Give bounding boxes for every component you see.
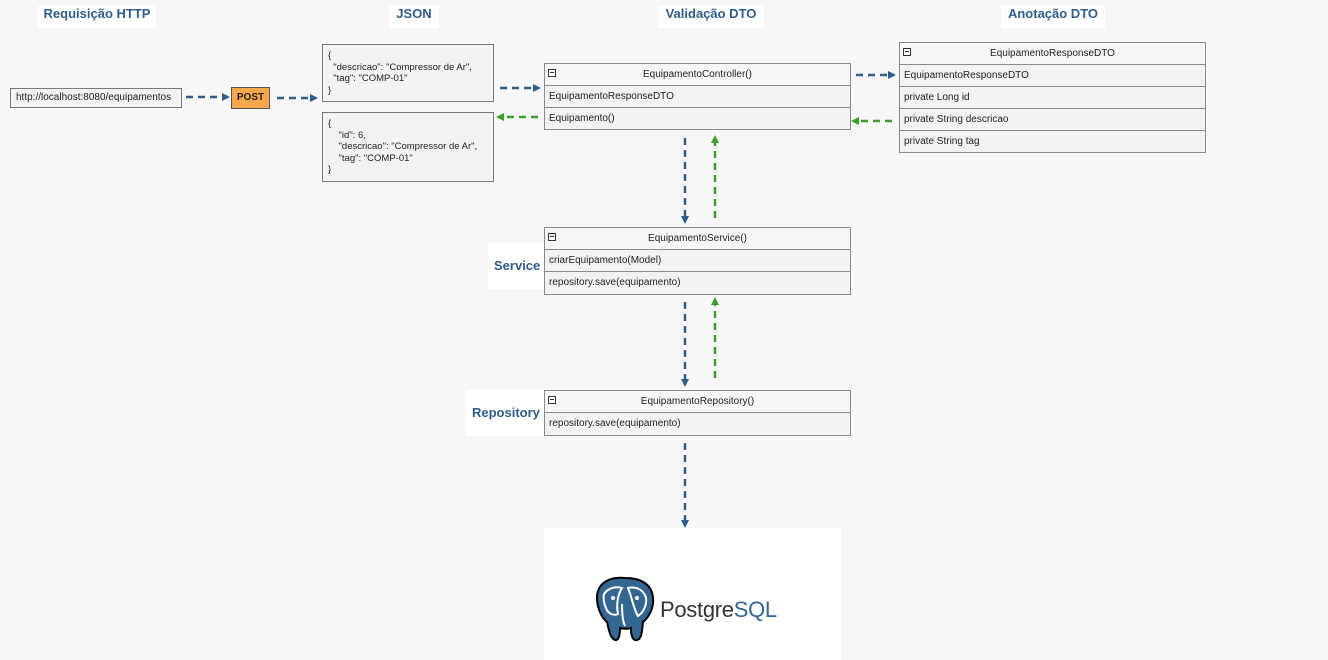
repository-class-box: EquipamentoRepository() repository.save(… (544, 390, 851, 436)
header-annotation: Anotação DTO (1001, 6, 1105, 28)
dto-class-box: EquipamentoResponseDTO EquipamentoRespon… (899, 42, 1206, 153)
url-text: http://localhost:8080/equipamentos (16, 92, 172, 103)
repository-row: repository.save(equipamento) (549, 418, 681, 429)
post-method-badge: POST (231, 87, 270, 109)
service-title: EquipamentoService() (545, 228, 850, 250)
repository-title: EquipamentoRepository() (545, 391, 850, 413)
dto-row: private Long id (900, 87, 1205, 109)
service-label: Service (488, 243, 547, 289)
service-title-text: EquipamentoService() (648, 233, 747, 244)
header-validation: Validação DTO (658, 6, 764, 28)
collapse-icon[interactable] (548, 396, 556, 404)
dto-title-text: EquipamentoResponseDTO (990, 48, 1115, 59)
dto-row: EquipamentoResponseDTO (900, 65, 1205, 87)
dto-row: private String tag (904, 136, 980, 147)
postgresql-elephant-icon (595, 576, 655, 642)
dto-row: private String descricao (900, 109, 1205, 131)
header-http: Requisição HTTP (38, 6, 156, 28)
postgresql-wordmark: PostgreSQL (660, 597, 777, 623)
service-row: criarEquipamento(Model) (545, 250, 850, 272)
json-request-box: { "descricao": "Compressor de Ar", "tag"… (322, 44, 494, 102)
json-response-box: { "id": 6, "descricao": "Compressor de A… (322, 112, 494, 182)
controller-row: EquipamentoResponseDTO (545, 86, 850, 108)
controller-row: Equipamento() (549, 113, 615, 124)
postgresql-name-part1: Postgre (660, 597, 734, 622)
repository-title-text: EquipamentoRepository() (640, 396, 755, 407)
postgresql-name-part2: SQL (733, 597, 777, 622)
controller-title: EquipamentoController() (545, 64, 850, 86)
url-box: http://localhost:8080/equipamentos (10, 88, 182, 108)
collapse-icon[interactable] (903, 48, 911, 56)
repository-label: Repository (466, 390, 546, 436)
header-json: JSON (389, 6, 439, 28)
post-label: POST (236, 92, 265, 103)
dto-title: EquipamentoResponseDTO (900, 43, 1205, 65)
collapse-icon[interactable] (548, 233, 556, 241)
collapse-icon[interactable] (548, 69, 556, 77)
controller-class-box: EquipamentoController() EquipamentoRespo… (544, 63, 851, 130)
service-class-box: EquipamentoService() criarEquipamento(Mo… (544, 227, 851, 295)
controller-title-text: EquipamentoController() (643, 69, 752, 80)
service-row: repository.save(equipamento) (549, 277, 681, 288)
database-panel (544, 528, 841, 660)
